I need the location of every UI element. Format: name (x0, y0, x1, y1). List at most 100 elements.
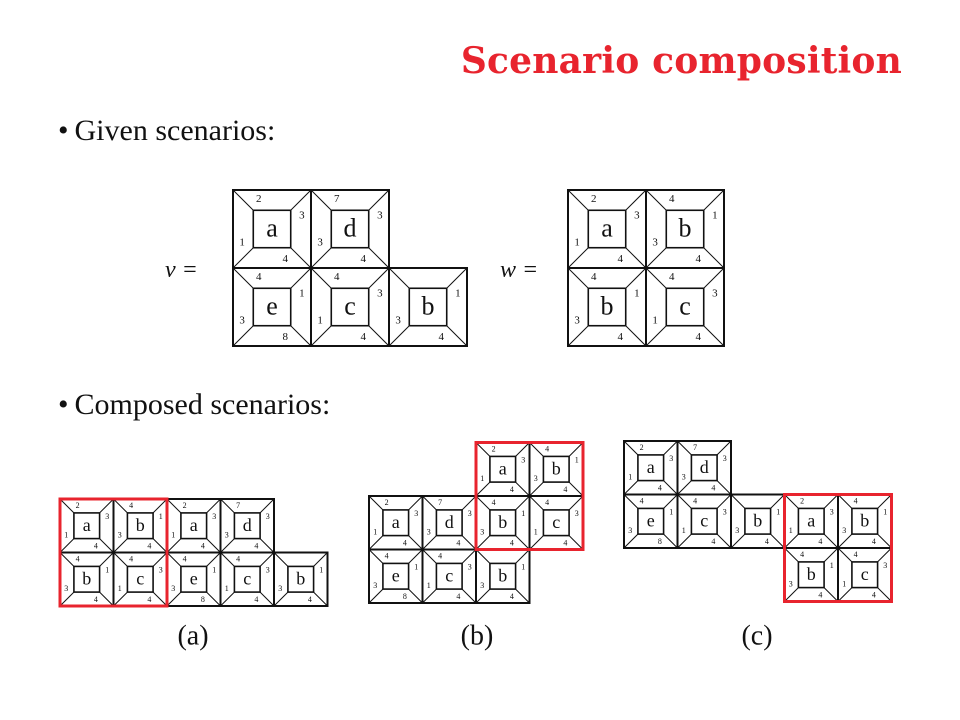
tile-diagonal (461, 535, 477, 550)
edge-label-bottom: 4 (361, 331, 367, 343)
edge-label-right: 1 (319, 566, 323, 575)
edge-label-left: 1 (427, 581, 431, 590)
edge-label-top: 4 (236, 554, 240, 563)
tile-inner-square (382, 509, 410, 537)
tile-diagonal (259, 498, 275, 514)
tile-diagonal (368, 535, 384, 550)
edge-label-top: 4 (256, 271, 262, 283)
tile-inner-square (233, 512, 261, 540)
tile-diagonal (152, 538, 168, 553)
edge-label-right: 1 (521, 509, 525, 518)
edge-label-right: 3 (299, 210, 305, 222)
edge-label-bottom: 4 (563, 539, 567, 548)
tile-inner-square (180, 512, 208, 540)
tile-label: a (83, 515, 91, 535)
tile-label: d (700, 457, 709, 477)
tile-diagonal (623, 440, 639, 456)
edge-label-bottom: 4 (361, 253, 367, 265)
tile-inner-square (542, 455, 570, 483)
edge-label-left: 1 (317, 314, 323, 326)
tile-diagonal (290, 247, 312, 269)
tile-diagonal (837, 533, 853, 549)
edge-label-right: 1 (575, 456, 579, 465)
edge-label-top: 2 (256, 193, 262, 205)
edge-label-top: 4 (693, 496, 697, 505)
edge-label-right: 1 (634, 288, 640, 300)
tile-diagonal (623, 494, 639, 509)
tile-diagonal (220, 591, 235, 607)
edge-label-left: 1 (239, 236, 245, 248)
edge-label-right: 1 (455, 288, 461, 300)
tile-diagonal (310, 247, 332, 269)
tile-inner-square (408, 287, 448, 327)
edge-label-bottom: 8 (658, 537, 662, 546)
edge-label-top: 4 (669, 193, 675, 205)
tile-diagonal (368, 247, 390, 269)
edge-label-bottom: 4 (563, 485, 567, 494)
tile-label: b (679, 214, 692, 243)
edge-label-top: 2 (492, 444, 496, 453)
tile-diagonal (290, 189, 312, 211)
tile-inner-square (73, 512, 101, 540)
edge-label-right: 1 (883, 508, 887, 517)
tile-diagonal (770, 533, 785, 549)
tile-inner-square (797, 507, 825, 535)
tile-label: b (422, 292, 435, 321)
edge-label-right: 1 (830, 561, 834, 570)
tile-diagonal (310, 325, 332, 347)
tile-inner-square (252, 209, 292, 249)
edge-label-left: 3 (278, 584, 282, 593)
edge-label-right: 3 (105, 512, 109, 521)
tile-label: b (498, 565, 507, 585)
edge-label-left: 1 (534, 527, 538, 536)
edge-label-top: 4 (129, 501, 133, 510)
tile-diagonal (515, 549, 530, 564)
tile-inner-square (252, 287, 292, 327)
edge-label-right: 3 (468, 509, 472, 518)
caption-2: (b) (461, 621, 494, 652)
tile-diagonal (368, 325, 390, 347)
tile-inner-square (587, 209, 627, 249)
tile-inner-square (851, 561, 879, 589)
tile-inner-square (744, 507, 772, 535)
tile-diagonal (290, 325, 312, 347)
v-equals-label: v = (165, 257, 198, 283)
tile-diagonal (273, 552, 289, 567)
edge-label-bottom: 4 (711, 484, 715, 493)
tile-diagonal (625, 267, 647, 289)
edge-label-right: 3 (634, 210, 640, 222)
tile-diagonal (568, 481, 584, 497)
tile-diagonal (166, 498, 182, 514)
tile-diagonal (663, 494, 678, 509)
edge-label-left: 1 (652, 314, 658, 326)
edge-label-top: 4 (545, 498, 549, 507)
edge-label-left: 3 (317, 236, 323, 248)
tile-diagonal (368, 549, 384, 564)
highlight-box (58, 497, 169, 608)
tile-label: c (861, 564, 869, 584)
edge-label-right: 3 (723, 508, 727, 517)
tile-diagonal (515, 442, 530, 457)
edge-label-right: 1 (521, 563, 525, 572)
edge-label-top: 4 (492, 498, 496, 507)
edge-label-left: 3 (373, 581, 377, 590)
edge-label-bottom: 8 (283, 331, 289, 343)
edge-label-left: 3 (842, 526, 846, 535)
edge-label-bottom: 4 (711, 537, 715, 546)
caption-1: (a) (177, 621, 208, 652)
tile-diagonal (623, 480, 639, 495)
tile-border (273, 551, 329, 607)
edge-label-left: 3 (239, 314, 245, 326)
tile-diagonal (113, 591, 128, 607)
composed-scenario-2: a2341b4143a2341d7343b4143c4341e4183c4341… (368, 441, 584, 604)
edge-label-right: 1 (212, 566, 216, 575)
tile-diagonal (663, 440, 678, 456)
